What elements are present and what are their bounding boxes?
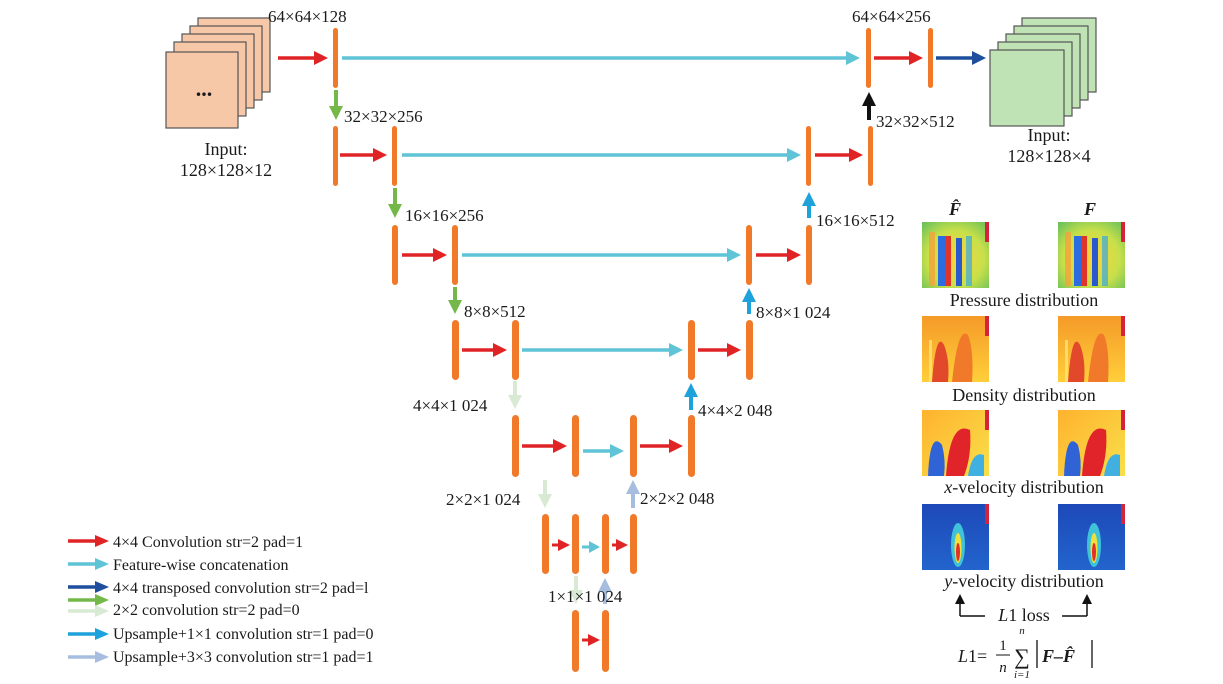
input-ellipsis: ...	[196, 76, 213, 101]
formula-sum-symbol: ∑	[1014, 644, 1030, 669]
legend: 4×4 Convolution str=2 pad=1 Feature-wise…	[68, 534, 374, 666]
formula-body: F–F̂	[1041, 646, 1075, 666]
enc-label-5: 4×4×1 024	[413, 396, 488, 415]
legend-down2x2: 2×2 convolution str=2 pad=0	[113, 602, 300, 619]
enc-label-7: 1×1×1 024	[548, 587, 623, 606]
enc-label-6: 2×2×1 024	[446, 490, 521, 509]
yvel-pred-image	[922, 504, 989, 570]
legend-upsample1x1: Upsample+1×1 convolution str=1 pad=0	[113, 626, 374, 643]
formula-lhs: L1=	[957, 646, 987, 666]
loss-label: L1 loss	[997, 605, 1050, 625]
dec-label-4: 8×8×1 024	[756, 303, 831, 322]
xvel-pred-image	[922, 410, 989, 476]
density-true-image	[1058, 316, 1125, 382]
dec-bar-3a	[746, 225, 752, 285]
enc-bar-4b	[512, 320, 519, 380]
dec-label-3: 16×16×512	[816, 211, 895, 230]
output-label-line1: Input:	[1028, 125, 1071, 145]
legend-upsample3x3: Upsample+3×3 convolution str=1 pad=1	[113, 649, 374, 666]
output-label-line2: 128×128×4	[1007, 146, 1090, 166]
formula-sum-top: n	[1019, 625, 1025, 637]
enc-bar-1	[333, 28, 338, 88]
formula-numerator: 1	[999, 638, 1007, 654]
enc-bar-6a	[542, 514, 549, 574]
formula-sum-bottom: i=1	[1014, 669, 1030, 681]
dec-bar-1b	[928, 28, 933, 88]
enc-bar-7b	[602, 610, 609, 672]
legend-concat: Feature-wise concatenation	[113, 557, 288, 574]
enc-bar-5a	[512, 415, 519, 477]
transposed-arrow	[936, 51, 986, 65]
dec-bar-6b	[630, 514, 637, 574]
caption-pressure: Pressure distribution	[950, 290, 1099, 310]
enc-label-3: 16×16×256	[405, 206, 484, 225]
dec-bar-6a	[602, 514, 609, 574]
xvel-true-image	[1058, 410, 1125, 476]
dec-bar-2b	[868, 126, 873, 186]
input-label-line1: Input:	[205, 139, 248, 159]
legend-transposed: 4×4 transposed convolution str=2 pad=l	[113, 580, 369, 597]
pressure-pred-image	[922, 222, 989, 288]
input-label-line2: 128×128×12	[180, 160, 272, 180]
pressure-true-image	[1058, 222, 1125, 288]
caption-xvel: x-velocity distribution	[943, 477, 1103, 497]
loss-bracket	[955, 594, 1092, 617]
enc-bar-5b	[572, 415, 579, 477]
output-stack	[989, 17, 1097, 127]
enc-bar-6b	[572, 514, 579, 574]
dec-bar-5a	[630, 415, 637, 477]
dec-label-5: 4×4×2 048	[698, 401, 772, 420]
dec-bar-3b	[806, 225, 812, 285]
dec-bar-4b	[746, 320, 753, 380]
yvel-true-image	[1058, 504, 1125, 570]
dec-bar-2a	[806, 126, 811, 186]
dec-bar-5b	[688, 415, 695, 477]
down-arrows	[329, 90, 583, 604]
enc-bar-4a	[452, 320, 459, 380]
enc-bar-2a	[333, 126, 338, 186]
pred-header: F̂	[948, 199, 961, 219]
concat-arrows	[342, 51, 860, 553]
l1-formula: L1= 1 n n ∑ i=1 F–F̂	[957, 625, 1093, 681]
dec-label-6: 2×2×2 048	[640, 489, 714, 508]
enc-label-1: 64×64×128	[268, 7, 347, 26]
enc-bar-2b	[392, 126, 397, 186]
dec-label-1: 64×64×256	[852, 7, 931, 26]
enc-label-4: 8×8×512	[464, 302, 526, 321]
layer-bars	[333, 28, 933, 672]
enc-label-2: 32×32×256	[344, 107, 423, 126]
input-stack: ...	[165, 17, 271, 129]
dec-bar-4a	[688, 320, 695, 380]
enc-bar-3a	[392, 225, 398, 285]
dec-label-2: 32×32×512	[876, 112, 955, 131]
caption-density: Density distribution	[952, 385, 1096, 405]
enc-bar-7a	[572, 610, 579, 672]
legend-conv: 4×4 Convolution str=2 pad=1	[113, 534, 303, 551]
caption-yvel: y-velocity distribution	[942, 571, 1103, 591]
true-header: F	[1083, 199, 1096, 219]
up-arrows	[598, 92, 876, 604]
conv-arrows	[278, 51, 923, 646]
formula-denominator: n	[999, 660, 1007, 676]
enc-bar-3b	[452, 225, 458, 285]
dec-bar-1a	[866, 28, 871, 88]
density-pred-image	[922, 316, 989, 382]
